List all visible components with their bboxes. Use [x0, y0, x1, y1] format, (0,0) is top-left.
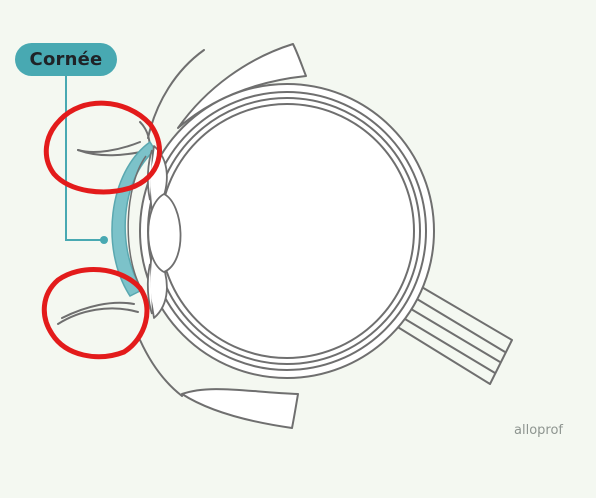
eyeball [139, 83, 435, 379]
lens [147, 192, 182, 273]
cornea-leader-line [65, 76, 108, 244]
optic-nerve [395, 285, 513, 385]
lower-eyelid [57, 301, 183, 397]
brand-logo: alloprof [514, 423, 563, 438]
cornea-inner-edge [127, 155, 147, 291]
highlight-circle-lower [41, 267, 150, 360]
eye-socket [177, 43, 307, 429]
highlight-circle-upper [43, 100, 162, 195]
leader-dot [100, 236, 108, 244]
cornea-label: Cornée [15, 43, 117, 76]
